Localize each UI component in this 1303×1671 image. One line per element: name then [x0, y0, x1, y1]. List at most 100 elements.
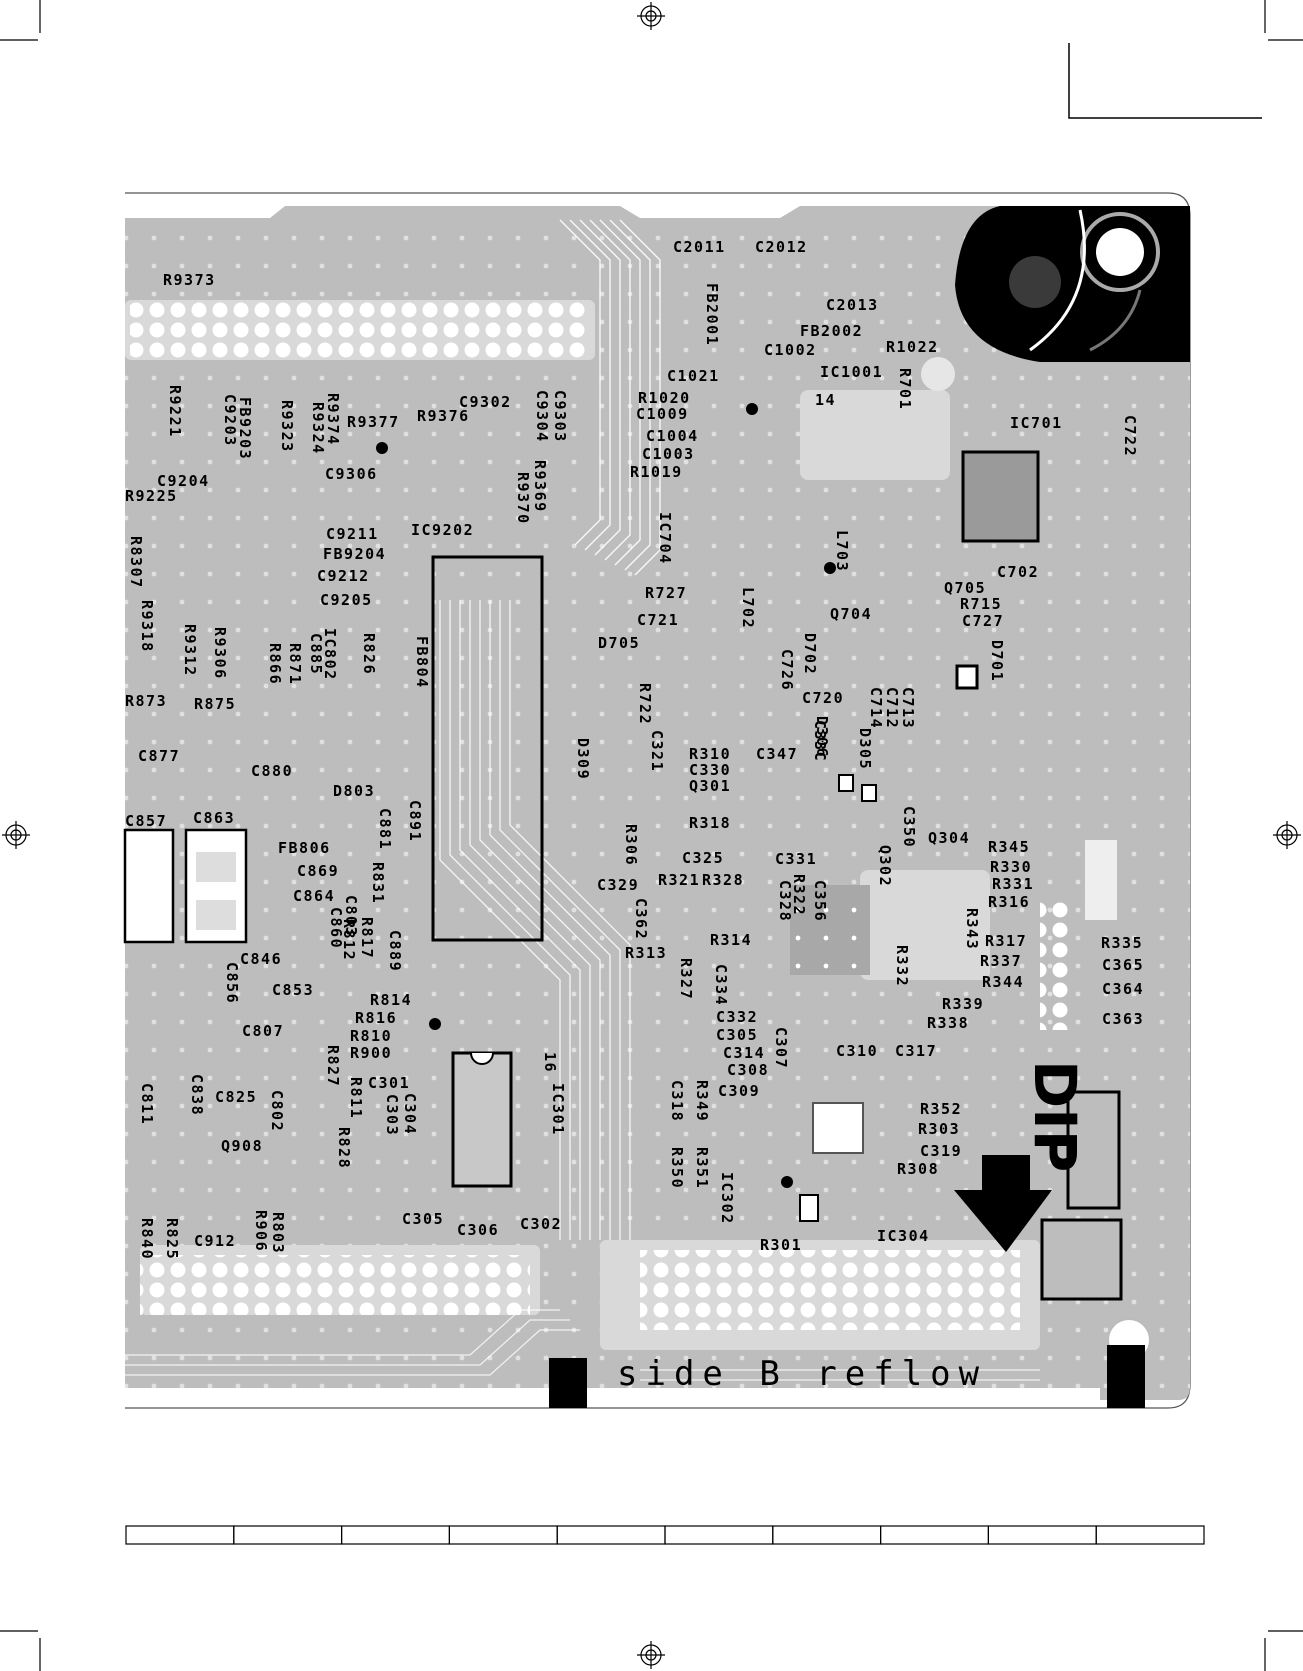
ic701-outline [961, 450, 1040, 543]
ref-designator-label: D701 [988, 640, 1006, 682]
ref-designator-label: C309 [718, 1082, 760, 1100]
ref-designator-label: R9377 [347, 413, 400, 431]
ref-designator-label: R701 [896, 368, 914, 410]
ref-designator-label: R873 [125, 692, 167, 710]
ref-designator-label: L703 [833, 530, 851, 572]
d306-outline [838, 774, 854, 792]
ref-designator-label: C302 [520, 1215, 562, 1233]
ref-designator-label: D309 [574, 738, 592, 780]
trace-bundle-center [439, 600, 631, 1240]
ref-designator-label: C807 [242, 1022, 284, 1040]
ref-designator-label: C350 [900, 806, 918, 848]
grid-cell [341, 1525, 451, 1545]
ref-designator-label: C9204 [157, 472, 210, 490]
ref-designator-label: C1009 [636, 405, 689, 423]
ref-designator-label: R343 [963, 908, 981, 950]
ref-designator-label: R9369 [531, 460, 549, 513]
ref-designator-label: R351 [693, 1147, 711, 1189]
connector-pads-bottom-left [140, 1255, 530, 1315]
registration-mark-right [1273, 821, 1301, 849]
ref-designator-label: C864 [293, 887, 335, 905]
ref-designator-label: Q704 [830, 605, 872, 623]
ref-designator-label: Q301 [689, 777, 731, 795]
pin1-markers [376, 403, 836, 1188]
ref-designator-label: C305 [402, 1210, 444, 1228]
ic302-package [812, 1102, 864, 1154]
ref-designator-label: R337 [980, 952, 1022, 970]
ref-designator-label: C307 [772, 1027, 790, 1069]
connector-pads-top [130, 300, 590, 360]
ref-designator-label: R321 [658, 871, 700, 889]
ref-designator-label: C1021 [667, 367, 720, 385]
grid-cell [233, 1525, 343, 1545]
ref-designator-label: D306 [813, 716, 831, 758]
ref-designator-label: R831 [369, 862, 387, 904]
ref-designator-label: C334 [712, 964, 730, 1006]
ref-designator-label: Q908 [221, 1137, 263, 1155]
ref-designator-label: R308 [897, 1160, 939, 1178]
ref-designator-label: R722 [636, 683, 654, 725]
ref-designator-label: C363 [1102, 1010, 1144, 1028]
ref-designator-label: R826 [360, 633, 378, 675]
ref-designator-label: IC802 [321, 628, 339, 681]
ref-designator-label: R349 [693, 1080, 711, 1122]
ref-designator-label: FB806 [278, 839, 331, 857]
trace-bundle-bottom [125, 1309, 1040, 1381]
ref-designator-label: R727 [645, 584, 687, 602]
ref-designator-label: C880 [251, 762, 293, 780]
ref-designator-label: C825 [215, 1088, 257, 1106]
ref-designator-label: C891 [406, 800, 424, 842]
ref-designator-label: R812 [340, 919, 358, 961]
ref-designator-label: C722 [1121, 415, 1139, 457]
ref-designator-label: R339 [942, 995, 984, 1013]
ref-designator-label: R350 [668, 1147, 686, 1189]
ref-designator-label: R9370 [514, 472, 532, 525]
ref-designator-label: FB2001 [703, 283, 721, 346]
ref-designator-label: R301 [760, 1236, 802, 1254]
ref-designator-label: R9225 [125, 487, 178, 505]
ref-designator-label: C318 [668, 1080, 686, 1122]
ref-designator-label: C712 [883, 687, 901, 729]
ref-designator-label: C356 [811, 880, 829, 922]
ref-designator-label: D305 [856, 728, 874, 770]
ref-designator-label: C860 [327, 907, 345, 949]
ref-designator-label: IC701 [1010, 414, 1063, 432]
ref-designator-label: C863 [193, 809, 235, 827]
ref-designator-label: C802 [268, 1090, 286, 1132]
ref-designator-label: C881 [376, 808, 394, 850]
ref-designator-label: IC302 [718, 1172, 736, 1225]
ref-designator-label: R1020 [638, 389, 691, 407]
ref-designator-label: R345 [988, 838, 1030, 856]
ref-designator-label: R1019 [630, 463, 683, 481]
grid-cell [556, 1525, 666, 1545]
ref-designator-label: R338 [927, 1014, 969, 1032]
ref-designator-label: R900 [350, 1044, 392, 1062]
ref-designator-label: R866 [266, 643, 284, 685]
grid-cell [448, 1525, 558, 1545]
ref-designator-label: C714 [867, 687, 885, 729]
ref-designator-label: R825 [163, 1218, 181, 1260]
ref-designator-label: R332 [893, 945, 911, 987]
ref-designator-label: R840 [138, 1218, 156, 1260]
ref-designator-label: C329 [597, 876, 639, 894]
ref-designator-label: D705 [598, 634, 640, 652]
ref-designator-label: C720 [802, 689, 844, 707]
dip-pad-upper [1066, 1090, 1121, 1210]
mounting-hole-area [955, 206, 1190, 362]
ref-designator-label: C838 [188, 1074, 206, 1116]
ref-designator-label: R303 [918, 1120, 960, 1138]
ref-designator-label: C332 [716, 1008, 758, 1026]
ref-designator-label: C721 [637, 611, 679, 629]
ref-designator-label: R906 [252, 1210, 270, 1252]
ref-designator-label: C364 [1102, 980, 1144, 998]
ref-designator-label: IC9202 [411, 521, 474, 539]
ref-designator-label: C304 [401, 1093, 419, 1135]
ref-designator-label: C811 [138, 1083, 156, 1125]
ref-designator-label: R318 [689, 814, 731, 832]
registration-mark-bottom [637, 1641, 665, 1669]
ref-designator-label: R322 [790, 874, 808, 916]
ref-designator-label: IC301 [549, 1083, 567, 1136]
ref-designator-label: R875 [194, 695, 236, 713]
ref-designator-label: R816 [355, 1009, 397, 1027]
